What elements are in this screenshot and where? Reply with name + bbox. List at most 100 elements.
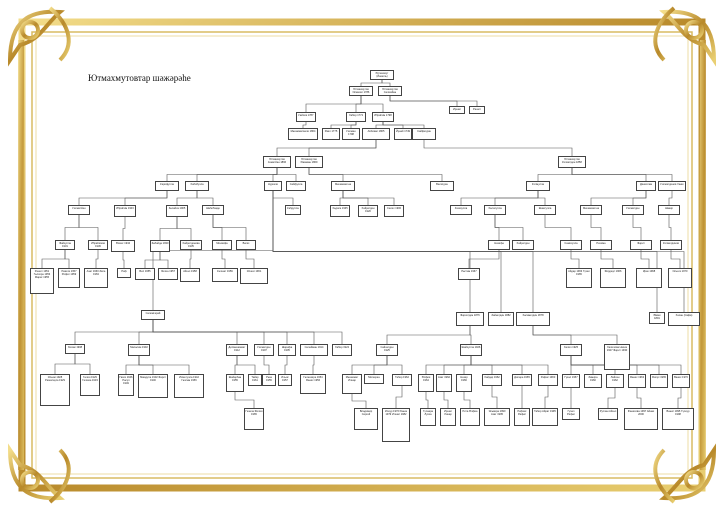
- tree-node: Рәфис 1963: [538, 374, 558, 386]
- tree-connector: [41, 250, 66, 268]
- tree-node: Иршат: [449, 106, 465, 114]
- tree-node: Азат 1962: [436, 374, 452, 392]
- tree-node: Вәнис 1995 Гүлнур 1998: [662, 408, 694, 430]
- tree-connector: [395, 386, 403, 408]
- tree-connector: [305, 96, 362, 112]
- corner-ornament-top-left: [7, 6, 71, 67]
- tree-connector: [491, 386, 498, 408]
- tree-node: Хәйретдин 1920: [358, 205, 378, 217]
- tree-connector: [373, 356, 388, 374]
- tree-connector: [544, 215, 572, 240]
- corner-ornament-bottom-right: [653, 443, 717, 504]
- tree-connector: [245, 250, 255, 268]
- tree-connector: [122, 217, 126, 240]
- tree-node: Мәмдүлә 1932 Фәрит 1946: [138, 374, 168, 398]
- tree-connector: [382, 122, 425, 128]
- tree-connector: [632, 215, 642, 240]
- tree-connector: [640, 250, 650, 268]
- tree-node: Ютмахмутов Ғилмитдин 1858: [558, 156, 586, 168]
- tree-node: Сәлимгәрәй: [141, 310, 165, 320]
- tree-node: Рәхимә: [590, 240, 612, 250]
- tree-node: Рита Әлфиә: [460, 408, 480, 426]
- tree-node: Ғабдулла: [285, 205, 301, 215]
- tree-node: Хәбир 1922: [332, 344, 352, 356]
- tree-node: Миләүшә: [364, 374, 384, 384]
- tree-node: Гәзәлә Филия 1965: [244, 408, 264, 430]
- page-title: Ютмахмутовтар шәжәрәһе: [88, 73, 191, 83]
- tree-node: Ютмахмутов Сәлимйән: [378, 86, 402, 96]
- tree-node: Илшат 1961: [240, 268, 268, 284]
- tree-connector: [95, 250, 99, 268]
- tree-node: Сәйфулла: [286, 181, 306, 191]
- corner-ornament-top-right: [653, 6, 717, 67]
- tree-node: Тәһир 1962: [392, 374, 412, 386]
- tree-node: Минзифа: [212, 240, 232, 250]
- tree-connector: [381, 80, 391, 86]
- tree-node: Шәмсулла: [534, 205, 556, 215]
- tree-node: Ибраһим 1903: [114, 205, 136, 217]
- tree-connector: [351, 394, 367, 408]
- tree-connector: [360, 96, 384, 112]
- tree-node: Хәбибулла: [185, 181, 209, 191]
- tree-node: Сәмиғулла: [560, 240, 582, 250]
- tree-connector: [189, 250, 192, 268]
- tree-connector: [632, 191, 647, 205]
- tree-node: Йүнәй 1749: [394, 128, 412, 140]
- tree-node: Зәйнетдин 1882: [488, 312, 514, 326]
- tree-connector: [668, 191, 673, 205]
- tree-node: Разиля 1957 Рифат 1959: [58, 268, 80, 288]
- tree-connector: [152, 320, 343, 344]
- tree-node: Таһир Айрат 1995: [532, 408, 558, 426]
- tree-node: Хәйретдин: [512, 240, 534, 250]
- tree-node: Мөхәммәт Илнар: [342, 374, 362, 394]
- tree-node: Хәлилулла: [484, 205, 506, 215]
- tree-node: Гүзәл Рифат: [562, 408, 580, 420]
- tree-node: Вәнис 1970: [672, 374, 690, 388]
- tree-connector: [78, 215, 99, 240]
- tree-connector: [159, 252, 169, 268]
- tree-node: Гөлнәзирә 1954 Фәнис 1956: [300, 374, 326, 394]
- tree-connector: [600, 250, 614, 268]
- tree-node: Фәрхетдин 1876: [456, 312, 484, 326]
- tree-node: Шәйхулла 1926: [460, 344, 482, 356]
- tree-node: Ғилман 1798: [342, 128, 360, 140]
- tree-node: Өмми 1891: [649, 312, 665, 324]
- tree-connector: [494, 191, 539, 205]
- tree-connector: [276, 168, 297, 181]
- tree-node: Рөстәм 1967: [458, 268, 480, 280]
- tree-node: Аҡһаҡал 1805: [362, 128, 390, 140]
- tree-connector: [469, 326, 472, 344]
- tree-node: Айгөл 1958: [180, 268, 200, 282]
- tree-node: Риф: [117, 268, 131, 278]
- tree-node: Рәшит: [469, 106, 485, 114]
- tree-connector: [339, 191, 344, 205]
- tree-connector: [494, 215, 524, 240]
- tree-connector: [234, 392, 255, 408]
- tree-node: Ғайсаҡ 1787: [296, 112, 316, 122]
- tree-connector: [677, 388, 682, 408]
- tree-node: Раил 1775: [322, 128, 340, 140]
- tree-connector: [670, 250, 681, 268]
- tree-node: Ютмахмут (Йәмиль): [370, 70, 394, 80]
- tree-node: Иршат Линар: [440, 408, 456, 426]
- tree-node: Ғилметйән: [68, 205, 90, 215]
- tree-connector: [355, 96, 362, 112]
- tree-node: Ғарифулла: [155, 181, 179, 191]
- tree-connector: [386, 356, 403, 374]
- tree-connector: [537, 191, 546, 205]
- tree-node: Әхмәт 1934: [111, 240, 135, 252]
- tree-node: Гөлия 1929 Гәлимә 1933: [80, 374, 100, 396]
- tree-connector: [138, 320, 154, 344]
- tree-node: Ғилметдинов: [660, 240, 682, 250]
- tree-connector: [196, 168, 278, 181]
- tree-node: Мөхәммәтша: [580, 205, 602, 215]
- tree-node: Сәйхәтдин 1925: [376, 344, 398, 356]
- tree-node: Тайир 1961: [248, 374, 262, 386]
- tree-connector: [668, 215, 672, 240]
- tree-node: Шакир: [658, 205, 680, 215]
- tree-node: Шаһибзаде: [202, 205, 224, 215]
- tree-connector: [571, 168, 673, 181]
- tree-node: Мөхәммәтша: [331, 181, 355, 191]
- tree-connector: [350, 122, 357, 128]
